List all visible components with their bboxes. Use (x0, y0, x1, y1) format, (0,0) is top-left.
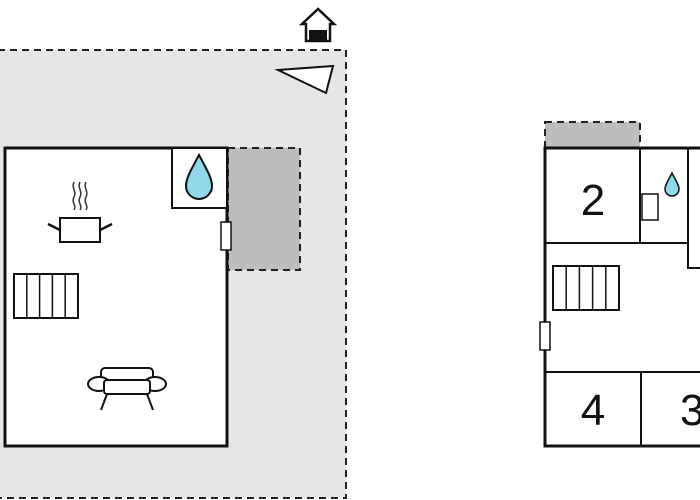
stairs-icon (13, 273, 79, 319)
door-icon-upper (539, 321, 551, 351)
room-2 (545, 147, 641, 244)
room-number-3: 3 (680, 386, 700, 435)
water-drop-icon-small (664, 171, 680, 197)
sofa-icon (87, 367, 167, 411)
balcony-area (544, 121, 641, 149)
water-drop-icon (184, 152, 214, 200)
upper-bathroom (640, 242, 700, 269)
stairs-icon-upper (552, 265, 620, 311)
sink (641, 193, 659, 221)
house-icon (298, 7, 338, 43)
room-number-4: 4 (581, 386, 605, 435)
door-icon (220, 221, 232, 251)
stove-pot-icon (47, 181, 113, 243)
north-arrow-icon (274, 64, 335, 95)
room-number-2: 2 (581, 176, 605, 225)
annex-area (227, 147, 301, 271)
